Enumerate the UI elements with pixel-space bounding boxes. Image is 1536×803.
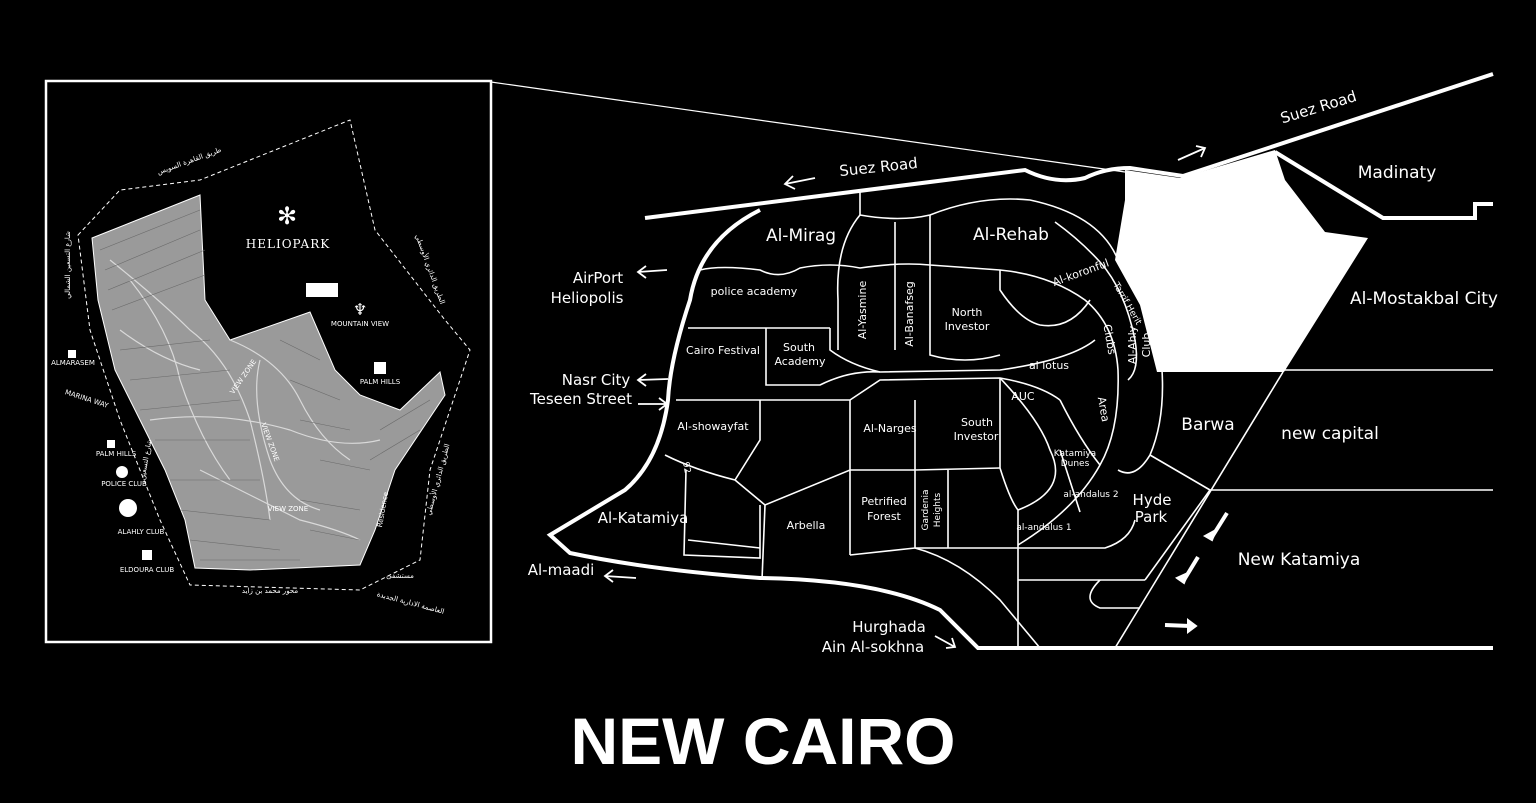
- almarasem-icon: [68, 350, 76, 358]
- heliopark-logo: ✻ HELIOPARK: [246, 202, 330, 251]
- petrified-forest-label: Forest: [867, 510, 901, 523]
- new-katamiya-label: New Katamiya: [1238, 550, 1361, 570]
- arrow-icon: [636, 265, 668, 279]
- ain-sokhna-label: Ain Al-sokhna: [822, 638, 924, 656]
- teseen-street-label: Teseen Street: [529, 390, 632, 408]
- north-investor-label: Investor: [945, 320, 990, 333]
- ring-road-line: [546, 208, 1493, 650]
- police-academy-label: police academy: [711, 285, 798, 298]
- heliopolis-label: Heliopolis: [551, 289, 624, 307]
- arrow-icon: [638, 397, 669, 411]
- inset-road-left: شارع التسعين الشمالي: [64, 231, 72, 299]
- katameya-dunes-label: Dunes: [1061, 459, 1090, 469]
- south-academy-label: Academy: [774, 355, 826, 368]
- palm-hills-icon: [374, 362, 386, 374]
- arrow-icon: [1187, 618, 1198, 634]
- alahly-club-label: ALAHLY CLUB: [118, 528, 165, 536]
- arrow-icon: [1175, 571, 1190, 585]
- direction-arrows: [603, 145, 1229, 649]
- police-club-icon: [116, 466, 128, 478]
- al-mostakbal-label: Al-Mostakbal City: [1350, 289, 1498, 309]
- inset-site-boundary: [77, 119, 471, 591]
- madinaty-label: Madinaty: [1358, 163, 1437, 183]
- suez-road-label: Suez Road: [838, 154, 918, 180]
- al-yasmine-label: Al-Yasmine: [856, 281, 869, 340]
- palm-hills-label: PALM HILLS: [360, 378, 401, 386]
- al-showayfat-label: Al-showayfat: [677, 420, 749, 433]
- eldoura-club-icon: [142, 550, 152, 560]
- mountain-view-label: MOUNTAIN VIEW: [331, 320, 389, 328]
- al-mostakbal-edge: [1273, 150, 1493, 220]
- al-katamiya-label: Al-Katamiya: [598, 509, 689, 527]
- cairo-festival-label: Cairo Festival: [686, 344, 760, 357]
- alahly-club-icon: [119, 499, 137, 517]
- clubs-label: Clubs: [1100, 323, 1118, 355]
- al-andalus-1-label: al-andalus 1: [1016, 523, 1071, 533]
- area-label: Area: [1095, 396, 1112, 423]
- south-investor-label: South: [961, 416, 993, 429]
- north-investor-label: North: [952, 306, 983, 319]
- heliopark-name: HELIOPARK: [246, 237, 330, 251]
- hyde-park-label: Hyde: [1133, 491, 1172, 509]
- arbella-label: Arbella: [787, 519, 826, 532]
- arrow-icon: [1164, 623, 1191, 628]
- inset-connector-line: [490, 81, 1126, 173]
- gardenia-heights-label: Gardenia: [921, 489, 931, 530]
- katameya-dunes-label: Katamiya: [1054, 449, 1096, 459]
- arrow-icon: [1202, 527, 1218, 542]
- palm-hills-club-icon: [107, 440, 115, 448]
- arrow-icon: [934, 635, 957, 649]
- inset-lots: [99, 209, 431, 561]
- view-zone-label: VIEW ZONE: [268, 505, 308, 513]
- page-title: NEW CAIRO: [571, 704, 956, 778]
- hyde-park-label: Park: [1135, 508, 1168, 526]
- al-banafseg-label: Al-Banafseg: [903, 281, 916, 347]
- ring-92-label: 92: [680, 461, 692, 474]
- inset-development-area: [91, 194, 446, 571]
- eldoura-club-label: ELDOURA CLUB: [120, 566, 175, 574]
- barwa-label: Barwa: [1181, 415, 1234, 435]
- al-rehab-label: Al-Rehab: [973, 225, 1049, 245]
- hurghada-label: Hurghada: [852, 618, 926, 636]
- gardenia-heights-label: Heights: [933, 492, 943, 527]
- arrow-icon: [603, 569, 637, 583]
- arrow-icon: [636, 373, 669, 387]
- auc-label: AUC: [1011, 390, 1035, 403]
- inset-internal-roads: [109, 259, 381, 541]
- almarasem-label: ALMARASEM: [51, 359, 95, 367]
- al-mirag-label: Al-Mirag: [766, 226, 836, 246]
- heliopark-star-icon: ✻: [277, 202, 297, 230]
- al-narges-label: Al-Narges: [863, 422, 917, 435]
- airport-label: AirPort: [573, 269, 623, 287]
- al-maadi-label: Al-maadi: [528, 561, 595, 579]
- nasr-city-label: Nasr City: [562, 371, 631, 389]
- palm-hills-club-label: PALM HILLS: [96, 450, 137, 458]
- arrow-icon: [1177, 145, 1207, 161]
- suez-road-line: [644, 72, 1494, 220]
- arrow-icon: [783, 175, 816, 190]
- madinaty-block: [1115, 150, 1368, 372]
- petrified-forest-label: Petrified: [861, 495, 907, 508]
- mountain-view-icon: ♆: [353, 300, 367, 319]
- inset-building-icon: [306, 283, 338, 297]
- street-network: [664, 192, 1493, 649]
- south-investor-label: Investor: [954, 430, 999, 443]
- police-club-label: POLICE CLUB: [101, 480, 147, 488]
- al-lotus-label: al lotus: [1029, 359, 1069, 372]
- main-map: Suez Road Suez Road AirPort Heliopolis N…: [528, 72, 1498, 656]
- al-andalus-2-label: al-andalus 2: [1063, 490, 1118, 500]
- south-academy-label: South: [783, 341, 815, 354]
- al-ahly-club-label: Club: [1140, 333, 1153, 358]
- inset-panel: ✻ HELIOPARK ♆ MOUNTAIN VIEW PALM HILLS ط…: [44, 79, 1126, 644]
- inset-road-bottom: محور محمد بن زايد: [242, 587, 298, 595]
- new-capital-label: new capital: [1281, 424, 1379, 444]
- al-koronfol-label: Al-koronful: [1051, 256, 1111, 288]
- al-ahly-club-label: Al-Ahly: [1126, 325, 1139, 364]
- hospital-label: مستشفى: [386, 572, 414, 580]
